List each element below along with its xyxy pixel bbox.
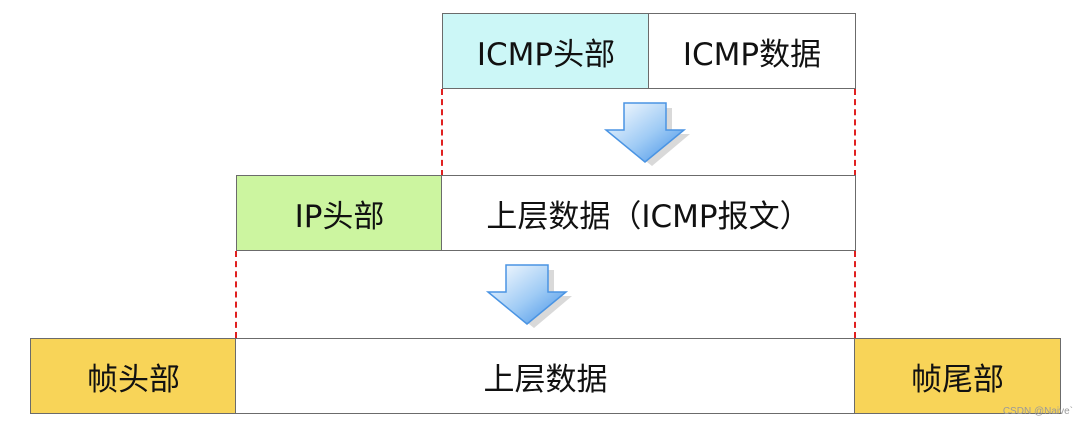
icmp-header-box: ICMP头部 (442, 13, 650, 89)
dashed-guide-left-2 (235, 251, 237, 338)
watermark: CSDN @Naive` (1002, 406, 1073, 417)
dashed-guide-right-2 (854, 251, 856, 338)
ip-data-box: 上层数据（ICMP报文） (441, 175, 856, 251)
dashed-guide-left-1 (441, 89, 443, 176)
down-arrow-icon (603, 102, 690, 166)
dashed-guide-right-1 (854, 89, 856, 176)
frame-header-box: 帧头部 (30, 338, 237, 414)
icmp-data-box: ICMP数据 (648, 13, 856, 89)
ip-header-box: IP头部 (236, 175, 443, 251)
frame-data-box: 上层数据 (235, 338, 856, 414)
frame-trailer-box: 帧尾部 (854, 338, 1061, 414)
down-arrow-icon (485, 264, 572, 328)
